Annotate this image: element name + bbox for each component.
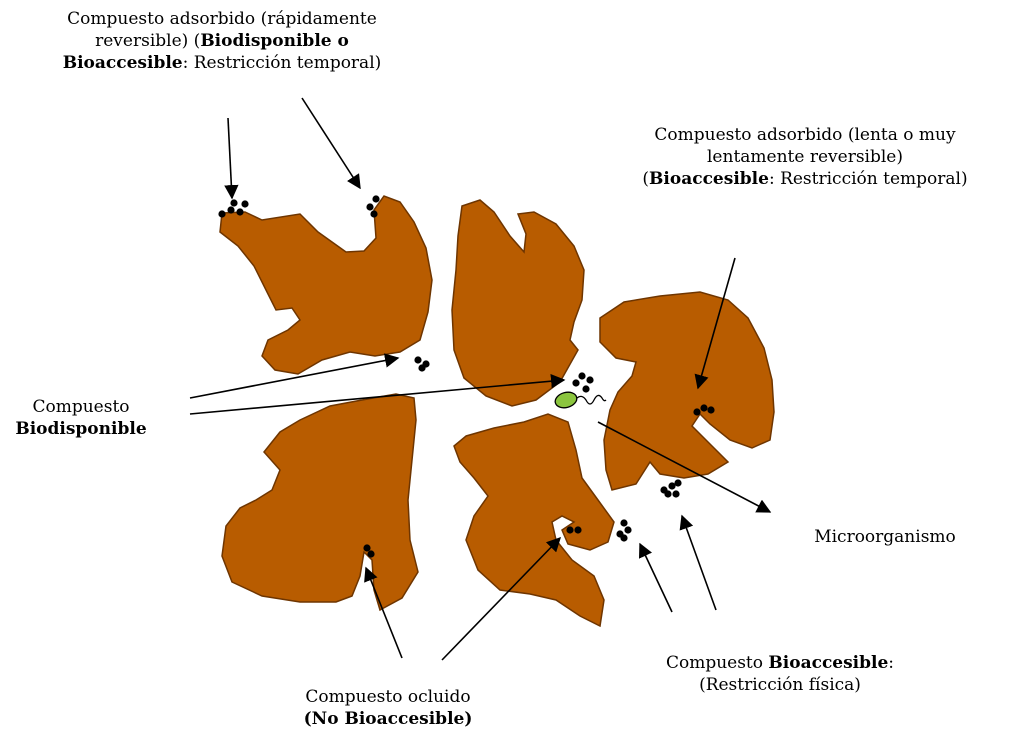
label-top-left: Compuesto adsorbido (rápidamente reversi…	[20, 8, 424, 74]
label-left-line2: Biodisponible	[0, 418, 162, 440]
molecule-cluster-bottom-gap	[616, 519, 631, 541]
molecule-cluster-pore-center	[572, 372, 593, 392]
soil-particle-right	[600, 292, 774, 490]
label-biodisponible: Compuesto Biodisponible	[0, 396, 162, 440]
label-bottom-right-line2: (Restricción física)	[636, 674, 924, 696]
label-occluded: Compuesto ocluido (No Bioaccesible)	[260, 686, 516, 730]
microorganism-icon	[553, 390, 606, 410]
label-left-line1: Compuesto	[0, 396, 162, 418]
label-top-left-line3: Bioaccesible: Restricción temporal)	[20, 52, 424, 74]
arrow-bottom-right-1	[640, 544, 672, 612]
arrow-top-left-2	[302, 98, 360, 188]
label-bottom-center-line1: Compuesto ocluido	[260, 686, 516, 708]
molecule-cluster-right-gap	[660, 479, 681, 497]
label-top-left-line2: reversible) (Biodisponible o	[20, 30, 424, 52]
soil-particle-bottom-left	[222, 394, 418, 610]
label-top-right-line3: (Bioaccesible: Restricción temporal)	[600, 168, 1010, 190]
label-top-left-line1: Compuesto adsorbido (rápidamente	[20, 8, 424, 30]
arrow-top-left-1	[228, 118, 232, 198]
label-microorganism: Microorganismo	[790, 526, 980, 548]
soil-particle-bottom-center	[454, 414, 614, 626]
soil-particle-top-left	[220, 196, 432, 374]
label-right-line1: Microorganismo	[790, 526, 980, 548]
label-bottom-right: Compuesto Bioaccesible: (Restricción fís…	[636, 652, 924, 696]
soil-particles	[220, 196, 774, 626]
label-top-right: Compuesto adsorbido (lenta o muy lentame…	[600, 124, 1010, 190]
label-bottom-right-line1: Compuesto Bioaccesible:	[636, 652, 924, 674]
label-top-right-line1: Compuesto adsorbido (lenta o muy	[600, 124, 1010, 146]
arrow-bottom-right-2	[682, 516, 716, 610]
soil-particle-top-center	[452, 200, 584, 406]
label-top-right-line2: lentamente reversible)	[600, 146, 1010, 168]
molecule-cluster-pore-left	[414, 356, 429, 371]
label-bottom-center-line2: (No Bioaccesible)	[260, 708, 516, 730]
